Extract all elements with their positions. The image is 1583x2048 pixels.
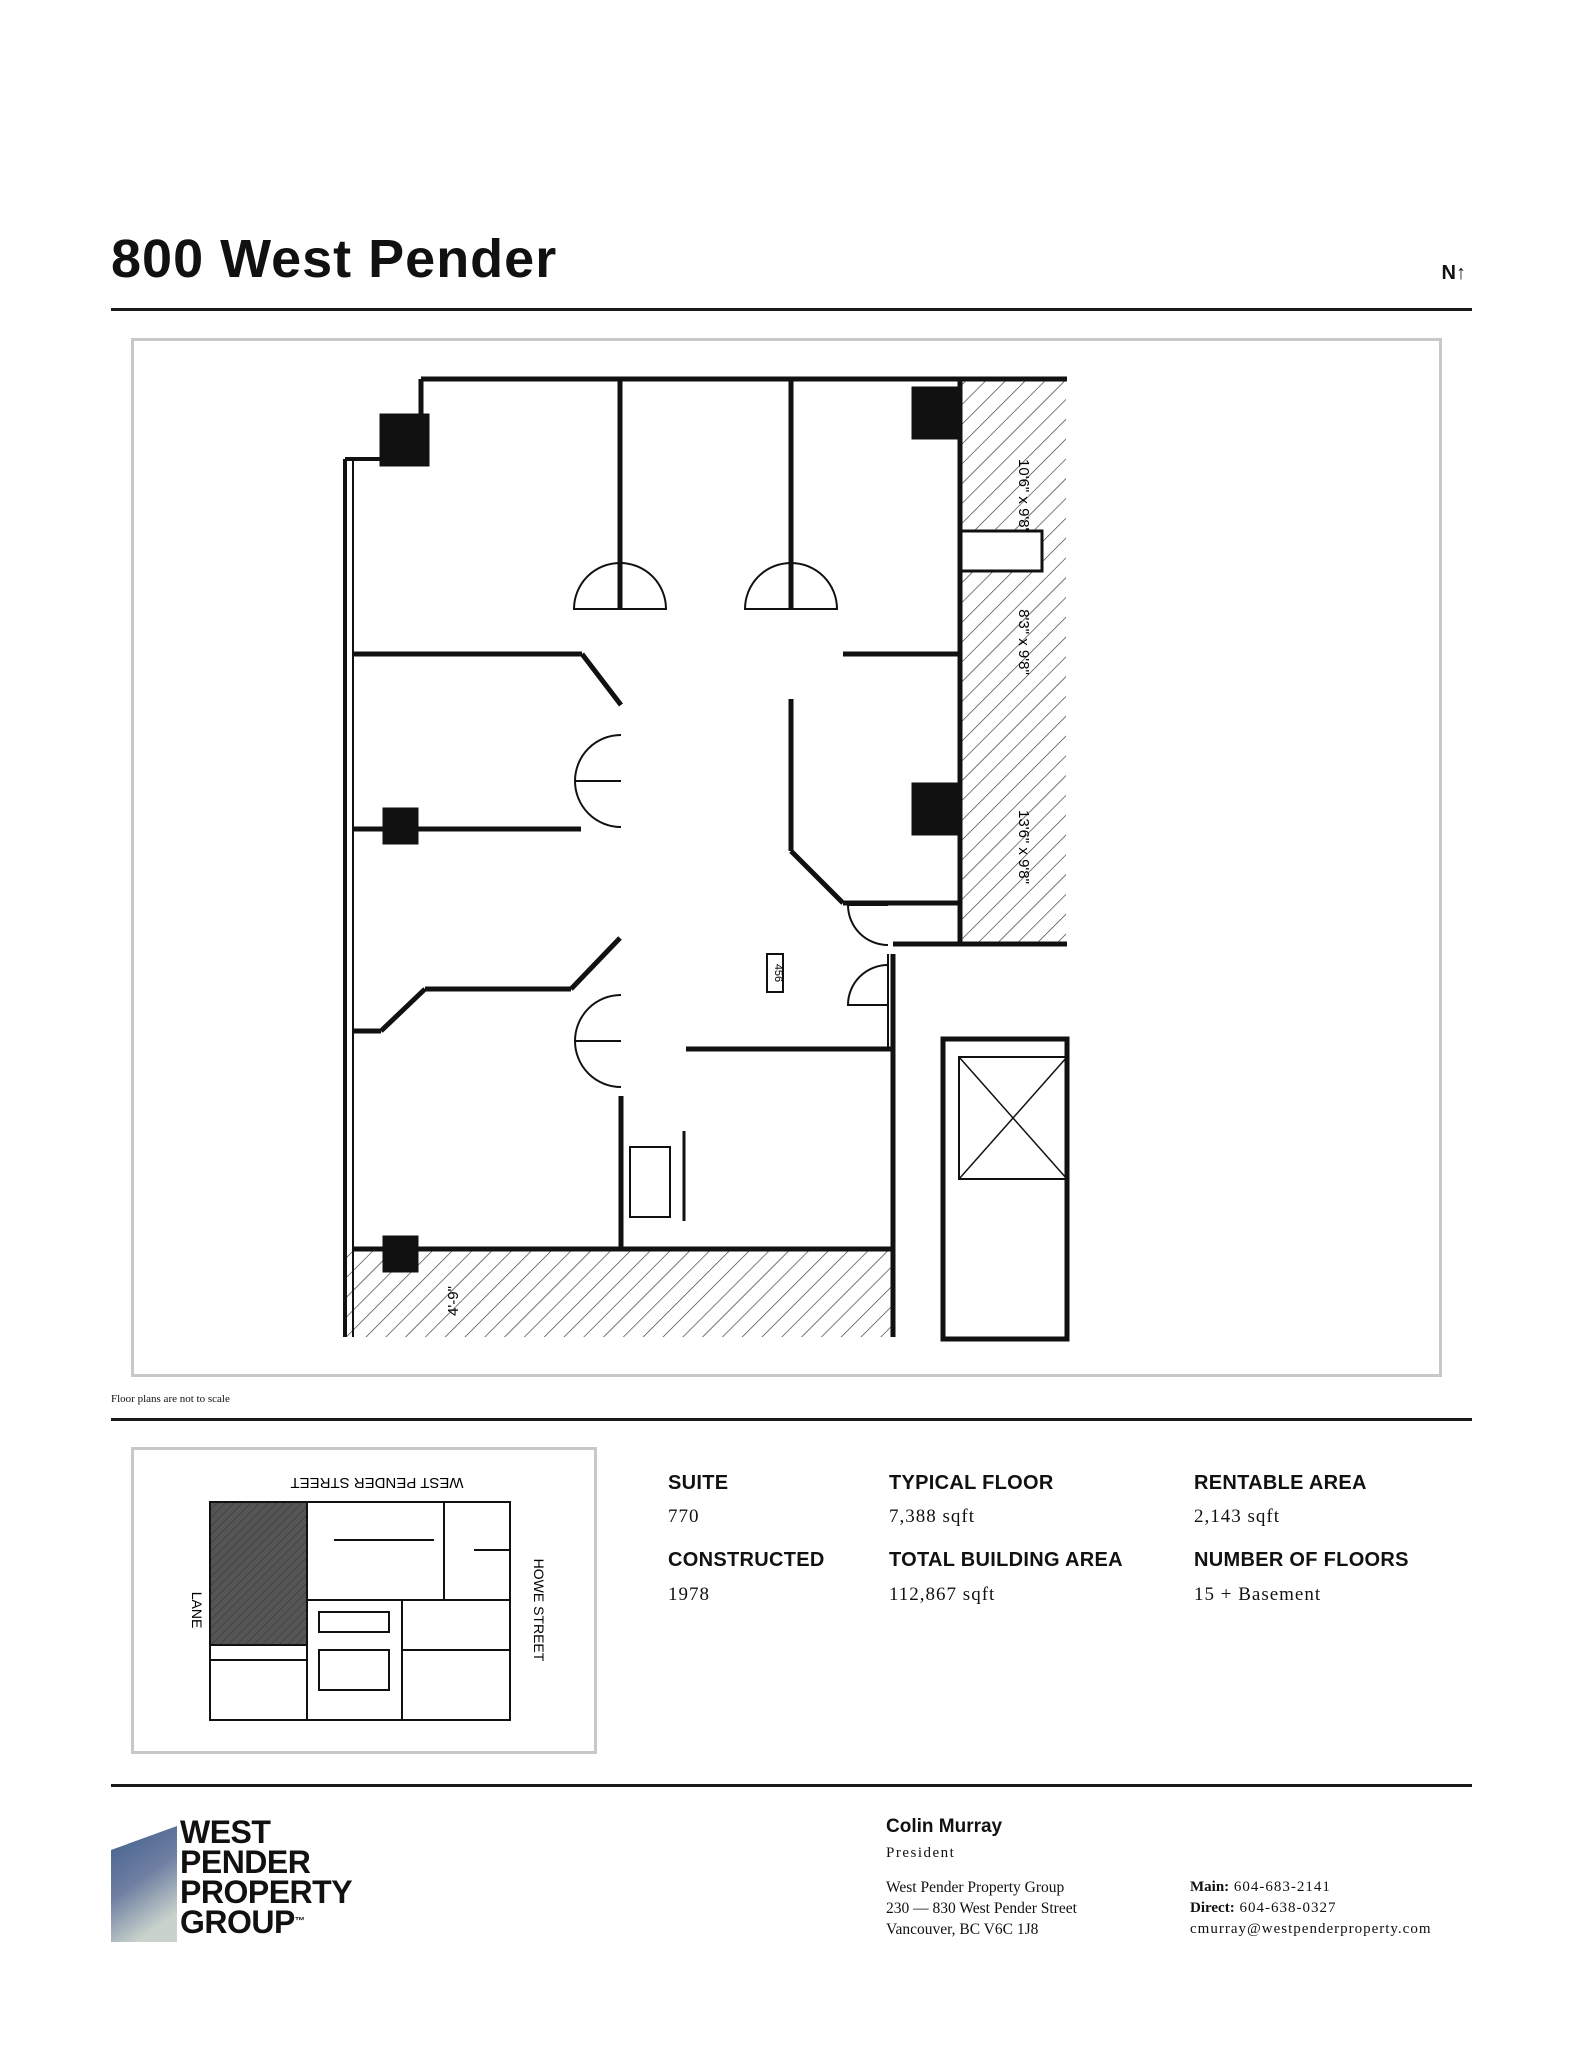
contact-phones: Main: 604-683-2141 Direct: 604-638-0327 … (1190, 1877, 1432, 1940)
header-divider (111, 308, 1472, 311)
logo-line-3: PROPERTY (180, 1874, 353, 1910)
contact-address: West Pender Property Group 230 — 830 Wes… (886, 1877, 1077, 1940)
spec-label-suite: SUITE (668, 1472, 729, 1494)
spec-value-total-building-area: 112,867 sqft (889, 1584, 996, 1605)
contact-city: Vancouver, BC V6C 1J8 (886, 1921, 1039, 1938)
room-tag: 456 (772, 964, 784, 982)
floor-plan-drawing: 456 10'6" x 9'8" 8'3" x 9'8" 13'6" x 9'8… (343, 376, 1070, 1342)
spec-value-typical-floor: 7,388 sqft (889, 1506, 975, 1527)
contact-name: Colin Murray (886, 1816, 1003, 1837)
logo-line-1: WEST (180, 1814, 271, 1850)
key-street-right: HOWE STREET (531, 1559, 547, 1662)
logo-trademark: ™ (294, 1916, 305, 1927)
key-lane: LANE (189, 1592, 205, 1629)
room-dimension-3: 13'6" x 9'8" (1015, 810, 1032, 884)
spec-value-rentable-area: 2,143 sqft (1194, 1506, 1280, 1527)
room-dimension-1: 10'6" x 9'8" (1015, 459, 1032, 533)
spec-label-total-building-area: TOTAL BUILDING AREA (889, 1549, 1123, 1571)
spec-label-rentable-area: RENTABLE AREA (1194, 1472, 1367, 1494)
direct-phone: Direct: 604-638-0327 (1190, 1900, 1337, 1916)
contact-company: West Pender Property Group (886, 1879, 1065, 1896)
page-title: 800 West Pender (111, 229, 558, 289)
room-dimension-4: 4'-9" (445, 1286, 462, 1316)
key-plan-drawing: WEST PENDER STREET HOWE STREET LANE (189, 1474, 547, 1721)
spec-label-number-of-floors: NUMBER OF FLOORS (1194, 1549, 1409, 1571)
contact-email[interactable]: cmurray@westpenderproperty.com (1190, 1921, 1432, 1937)
spec-label-constructed: CONSTRUCTED (668, 1549, 825, 1571)
floor-plan-frame: 456 10'6" x 9'8" 8'3" x 9'8" 13'6" x 9'8… (131, 338, 1442, 1377)
scale-note: Floor plans are not to scale (111, 1393, 230, 1405)
company-logo-text: WEST PENDER PROPERTY GROUP™ (180, 1814, 353, 1940)
contact-street: 230 — 830 West Pender Street (886, 1900, 1077, 1917)
logo-line-4: GROUP™ (180, 1904, 305, 1940)
spec-value-suite: 770 (668, 1506, 700, 1527)
room-dimension-2: 8'3" x 9'8" (1015, 609, 1032, 675)
spec-label-typical-floor: TYPICAL FLOOR (889, 1472, 1054, 1494)
specs-divider (111, 1784, 1472, 1787)
spec-value-number-of-floors: 15 + Basement (1194, 1584, 1322, 1605)
key-street-top: WEST PENDER STREET (290, 1474, 463, 1491)
plan-divider (111, 1418, 1472, 1421)
company-logo-mark (111, 1826, 177, 1942)
contact-role: President (886, 1845, 956, 1861)
key-plan-frame: WEST PENDER STREET HOWE STREET LANE (131, 1447, 597, 1754)
logo-line-2: PENDER (180, 1844, 311, 1880)
north-arrow: N↑ (1441, 262, 1466, 284)
spec-value-constructed: 1978 (668, 1584, 710, 1605)
main-phone: Main: 604-683-2141 (1190, 1879, 1331, 1895)
